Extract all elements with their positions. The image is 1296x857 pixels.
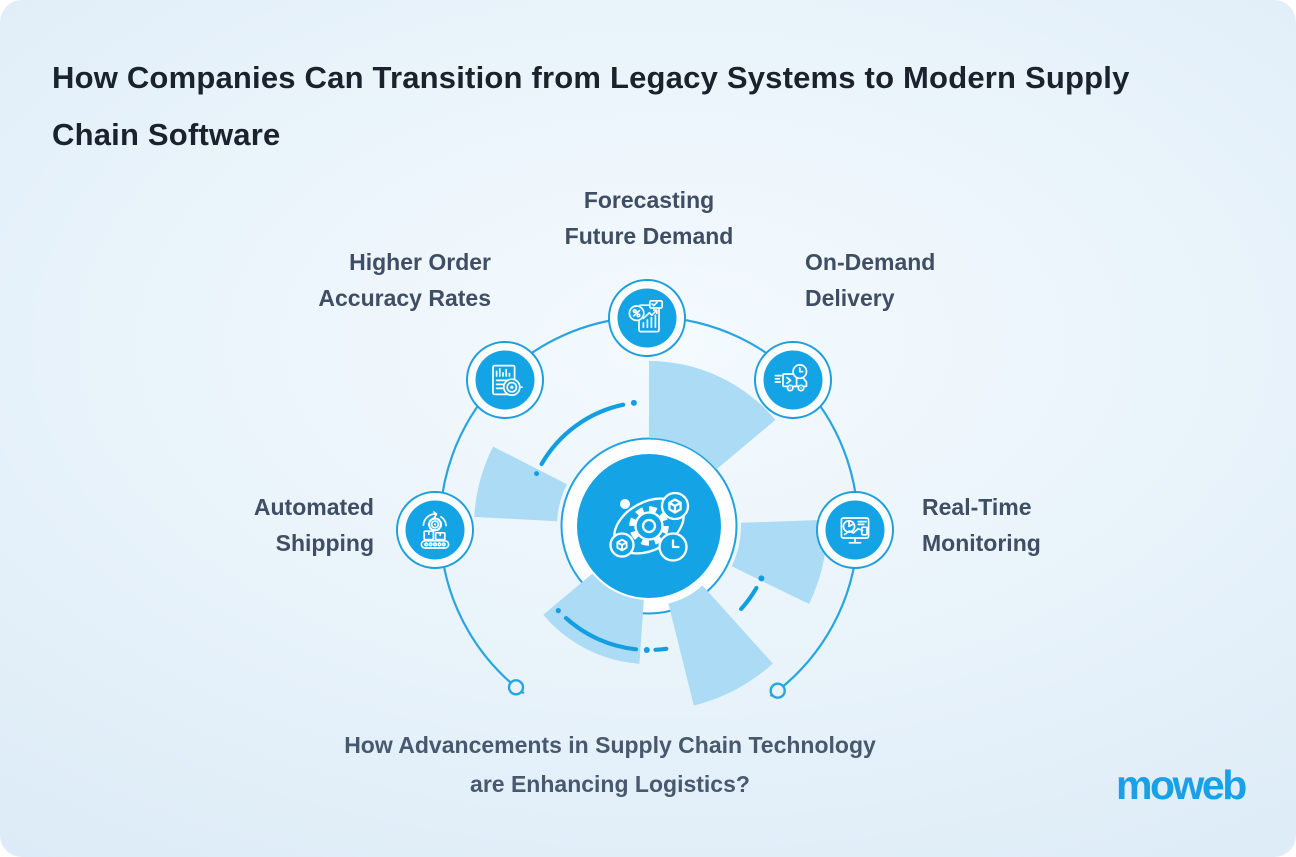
label-line: Higher Order [349, 249, 491, 275]
delivery-truck-clock-icon [774, 364, 808, 392]
node-forecasting [608, 279, 686, 357]
footer-question: How Advancements in Supply Chain Technol… [310, 726, 910, 804]
label-line: Shipping [275, 530, 374, 556]
node-on-demand-delivery [754, 341, 832, 419]
cube-icon [616, 538, 628, 552]
page-title-line1: How Companies Can Transition from Legacy… [52, 60, 1130, 95]
wedge-left [474, 446, 567, 522]
conveyor-gear-icon [420, 511, 450, 549]
footer-question-line2: are Enhancing Logistics? [470, 771, 750, 797]
monitor-analytics-icon [840, 517, 870, 544]
label-automated-shipping: Automated Shipping [134, 489, 374, 561]
footer-question-line1: How Advancements in Supply Chain Technol… [344, 732, 876, 758]
label-forecasting: Forecasting Future Demand [449, 182, 849, 254]
ring-end-dot-left [507, 679, 525, 696]
label-line: Accuracy Rates [318, 285, 491, 311]
arc-segment-bottom [653, 646, 669, 652]
arc-dot [555, 608, 561, 614]
label-line: Automated [253, 494, 374, 520]
forecast-chart-icon [628, 299, 664, 333]
arc-dot [643, 647, 650, 653]
ring-end-dot-right [769, 682, 786, 699]
gear-orbit-clock-icon [609, 491, 690, 562]
wedge-bottom-right [668, 585, 773, 706]
label-on-demand-delivery: On-Demand Delivery [805, 244, 1065, 316]
label-line: Real-Time [922, 494, 1032, 520]
label-line: Delivery [805, 285, 895, 311]
page-title: How Companies Can Transition from Legacy… [52, 49, 1242, 163]
arc-segment-upper-left [539, 402, 626, 467]
label-line: Future Demand [564, 223, 734, 249]
arc-segment-lower-left [563, 616, 639, 652]
arc-dot [534, 471, 540, 477]
moweb-logo: moweb [1116, 762, 1247, 808]
page-title-line2: Chain Software [52, 117, 281, 152]
label-order-accuracy: Higher Order Accuracy Rates [231, 244, 491, 316]
node-automated-shipping [396, 491, 474, 569]
cube-icon [668, 498, 682, 514]
hub-node [577, 454, 721, 598]
orbit-dot [620, 499, 630, 509]
label-line: Forecasting [583, 187, 715, 213]
label-line: On-Demand [805, 249, 936, 275]
report-target-icon [492, 364, 523, 397]
arc-dot [630, 399, 637, 406]
arc-dot [758, 575, 765, 582]
label-real-time-monitoring: Real-Time Monitoring [922, 489, 1162, 561]
wedge-bottom-left [543, 573, 644, 664]
arc-segment-right [739, 585, 759, 612]
wedge-right [731, 519, 828, 604]
label-line: Monitoring [922, 530, 1041, 556]
node-real-time-monitoring [816, 491, 894, 569]
node-order-accuracy [466, 341, 544, 419]
wedge-top [649, 361, 776, 470]
